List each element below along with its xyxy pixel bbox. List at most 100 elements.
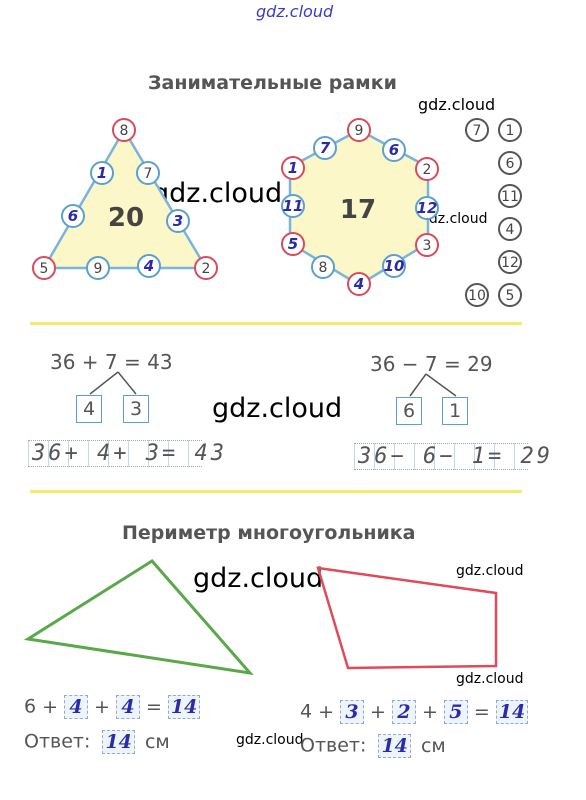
hexagon-node-top: 9 bbox=[347, 118, 371, 142]
perimeter-sum-right: 4+3+2+5=14 bbox=[300, 700, 529, 724]
watermark: gdz.cloud bbox=[456, 563, 524, 579]
triangle-frame bbox=[41, 127, 209, 270]
watermark: gdz.cloud bbox=[236, 732, 304, 748]
triangle-node-right_mid1: 7 bbox=[136, 161, 160, 185]
split-box-right-2: 1 bbox=[442, 397, 468, 425]
node-number: 12 bbox=[501, 255, 519, 271]
term: 6 bbox=[24, 695, 37, 718]
answer-box: 5 bbox=[443, 700, 468, 724]
triangle-node-bottom_right: 2 bbox=[194, 256, 218, 280]
hexagon-node-bl: 8 bbox=[311, 255, 335, 279]
answer-box: 4 bbox=[64, 695, 89, 719]
node-number: 7 bbox=[144, 166, 153, 182]
node-number: 1 bbox=[288, 159, 298, 177]
hexagon-node-r3: 3 bbox=[415, 233, 439, 257]
hexagon-node-br: 10 bbox=[382, 254, 406, 278]
node-number: 8 bbox=[120, 123, 129, 139]
watermark: gdz.cloud bbox=[420, 211, 488, 227]
hexagon-node-tl: 7 bbox=[313, 136, 337, 160]
hexagon-center-number: 17 bbox=[340, 195, 376, 225]
hexagon-node-l3: 5 bbox=[281, 232, 305, 256]
triangle-node-right_mid2: 3 bbox=[166, 209, 190, 233]
triangle-node-bottom_left: 5 bbox=[32, 256, 56, 280]
side-number: 4 bbox=[498, 217, 522, 241]
answer-box: 4 bbox=[115, 695, 140, 719]
node-number: 7 bbox=[473, 123, 482, 139]
node-number: 6 bbox=[68, 207, 78, 225]
unit: см bbox=[144, 730, 170, 753]
hexagon-node-tr: 6 bbox=[382, 138, 406, 162]
shapes bbox=[23, 559, 498, 676]
watermark: gdz.cloud bbox=[193, 563, 324, 594]
node-number: 4 bbox=[353, 275, 364, 293]
quadrilateral-shape bbox=[316, 566, 498, 670]
term: 4 bbox=[300, 700, 313, 723]
hexagon-node-l1: 1 bbox=[281, 156, 305, 180]
answer-box: 14 bbox=[102, 730, 135, 754]
triangle-node-left_mid2: 6 bbox=[61, 204, 85, 228]
split-box-right-1: 6 bbox=[396, 397, 422, 425]
node-number: 3 bbox=[423, 238, 432, 254]
expression-right: 36 − 7 = 29 bbox=[370, 352, 493, 376]
side-number: 12 bbox=[498, 250, 522, 274]
divider bbox=[30, 490, 522, 493]
watermark: gdz.cloud bbox=[456, 671, 524, 687]
split-branches-right bbox=[409, 373, 457, 397]
node-number: 11 bbox=[501, 189, 519, 205]
node-number: 4 bbox=[506, 222, 515, 238]
split-branches-left bbox=[89, 371, 137, 395]
side-number: 6 bbox=[498, 151, 522, 175]
node-number: 5 bbox=[506, 288, 515, 304]
hexagon-node-bottom: 4 bbox=[347, 272, 371, 296]
node-number: 10 bbox=[384, 257, 405, 275]
unit: см bbox=[420, 734, 446, 757]
section-title-perimeter: Периметр многоугольника bbox=[122, 522, 416, 544]
answer-right: Ответ: 14 см bbox=[300, 734, 446, 758]
side-number: 7 bbox=[465, 118, 489, 142]
triangle-shape bbox=[23, 559, 254, 676]
hexagon-node-l2: 11 bbox=[281, 194, 305, 218]
node-number: 6 bbox=[506, 156, 515, 172]
side-number: 5 bbox=[498, 283, 522, 307]
node-number: 11 bbox=[283, 197, 304, 215]
answer-box: 3 bbox=[340, 700, 365, 724]
node-number: 8 bbox=[319, 260, 328, 276]
watermark: gdz.cloud bbox=[152, 178, 283, 209]
node-number: 3 bbox=[173, 212, 183, 230]
hexagon-node-r2: 12 bbox=[415, 196, 439, 220]
triangle-node-top: 8 bbox=[112, 118, 136, 142]
split-box-left-2: 3 bbox=[123, 395, 149, 423]
side-number: 11 bbox=[498, 184, 522, 208]
node-number: 5 bbox=[288, 235, 298, 253]
answer-label: Ответ: bbox=[300, 734, 367, 757]
expression-left: 36 + 7 = 43 bbox=[50, 350, 173, 374]
answer-box: 14 bbox=[495, 700, 529, 724]
node-number: 2 bbox=[423, 162, 432, 178]
node-number: 10 bbox=[468, 288, 486, 304]
node-number: 1 bbox=[506, 123, 515, 139]
solution-left: 36+ 4+ 3= 43 bbox=[28, 440, 224, 467]
triangle-center-number: 20 bbox=[108, 203, 144, 233]
node-number: 4 bbox=[143, 257, 154, 275]
triangle-node-left_mid1: 1 bbox=[90, 161, 114, 185]
answer-left: Ответ: 14 см bbox=[24, 730, 170, 754]
answer-box: 14 bbox=[378, 734, 411, 758]
split-box-left-1: 4 bbox=[76, 395, 102, 423]
side-number: 10 bbox=[465, 283, 489, 307]
node-number: 7 bbox=[320, 139, 331, 157]
solution-right: 36− 6− 1= 29 bbox=[354, 443, 550, 470]
triangle-node-bottom_mid2: 4 bbox=[137, 254, 161, 278]
node-number: 5 bbox=[40, 261, 49, 277]
watermark-top: gdz.cloud bbox=[256, 2, 334, 21]
node-number: 9 bbox=[94, 261, 103, 277]
node-number: 2 bbox=[202, 261, 211, 277]
section-title-frames: Занимательные рамки bbox=[148, 72, 397, 94]
node-number: 6 bbox=[389, 141, 399, 159]
answer-box: 14 bbox=[167, 695, 201, 719]
answer-label: Ответ: bbox=[24, 730, 91, 753]
side-number: 1 bbox=[498, 118, 522, 142]
node-number: 9 bbox=[355, 123, 364, 139]
node-number: 12 bbox=[417, 199, 438, 217]
divider bbox=[30, 322, 522, 325]
